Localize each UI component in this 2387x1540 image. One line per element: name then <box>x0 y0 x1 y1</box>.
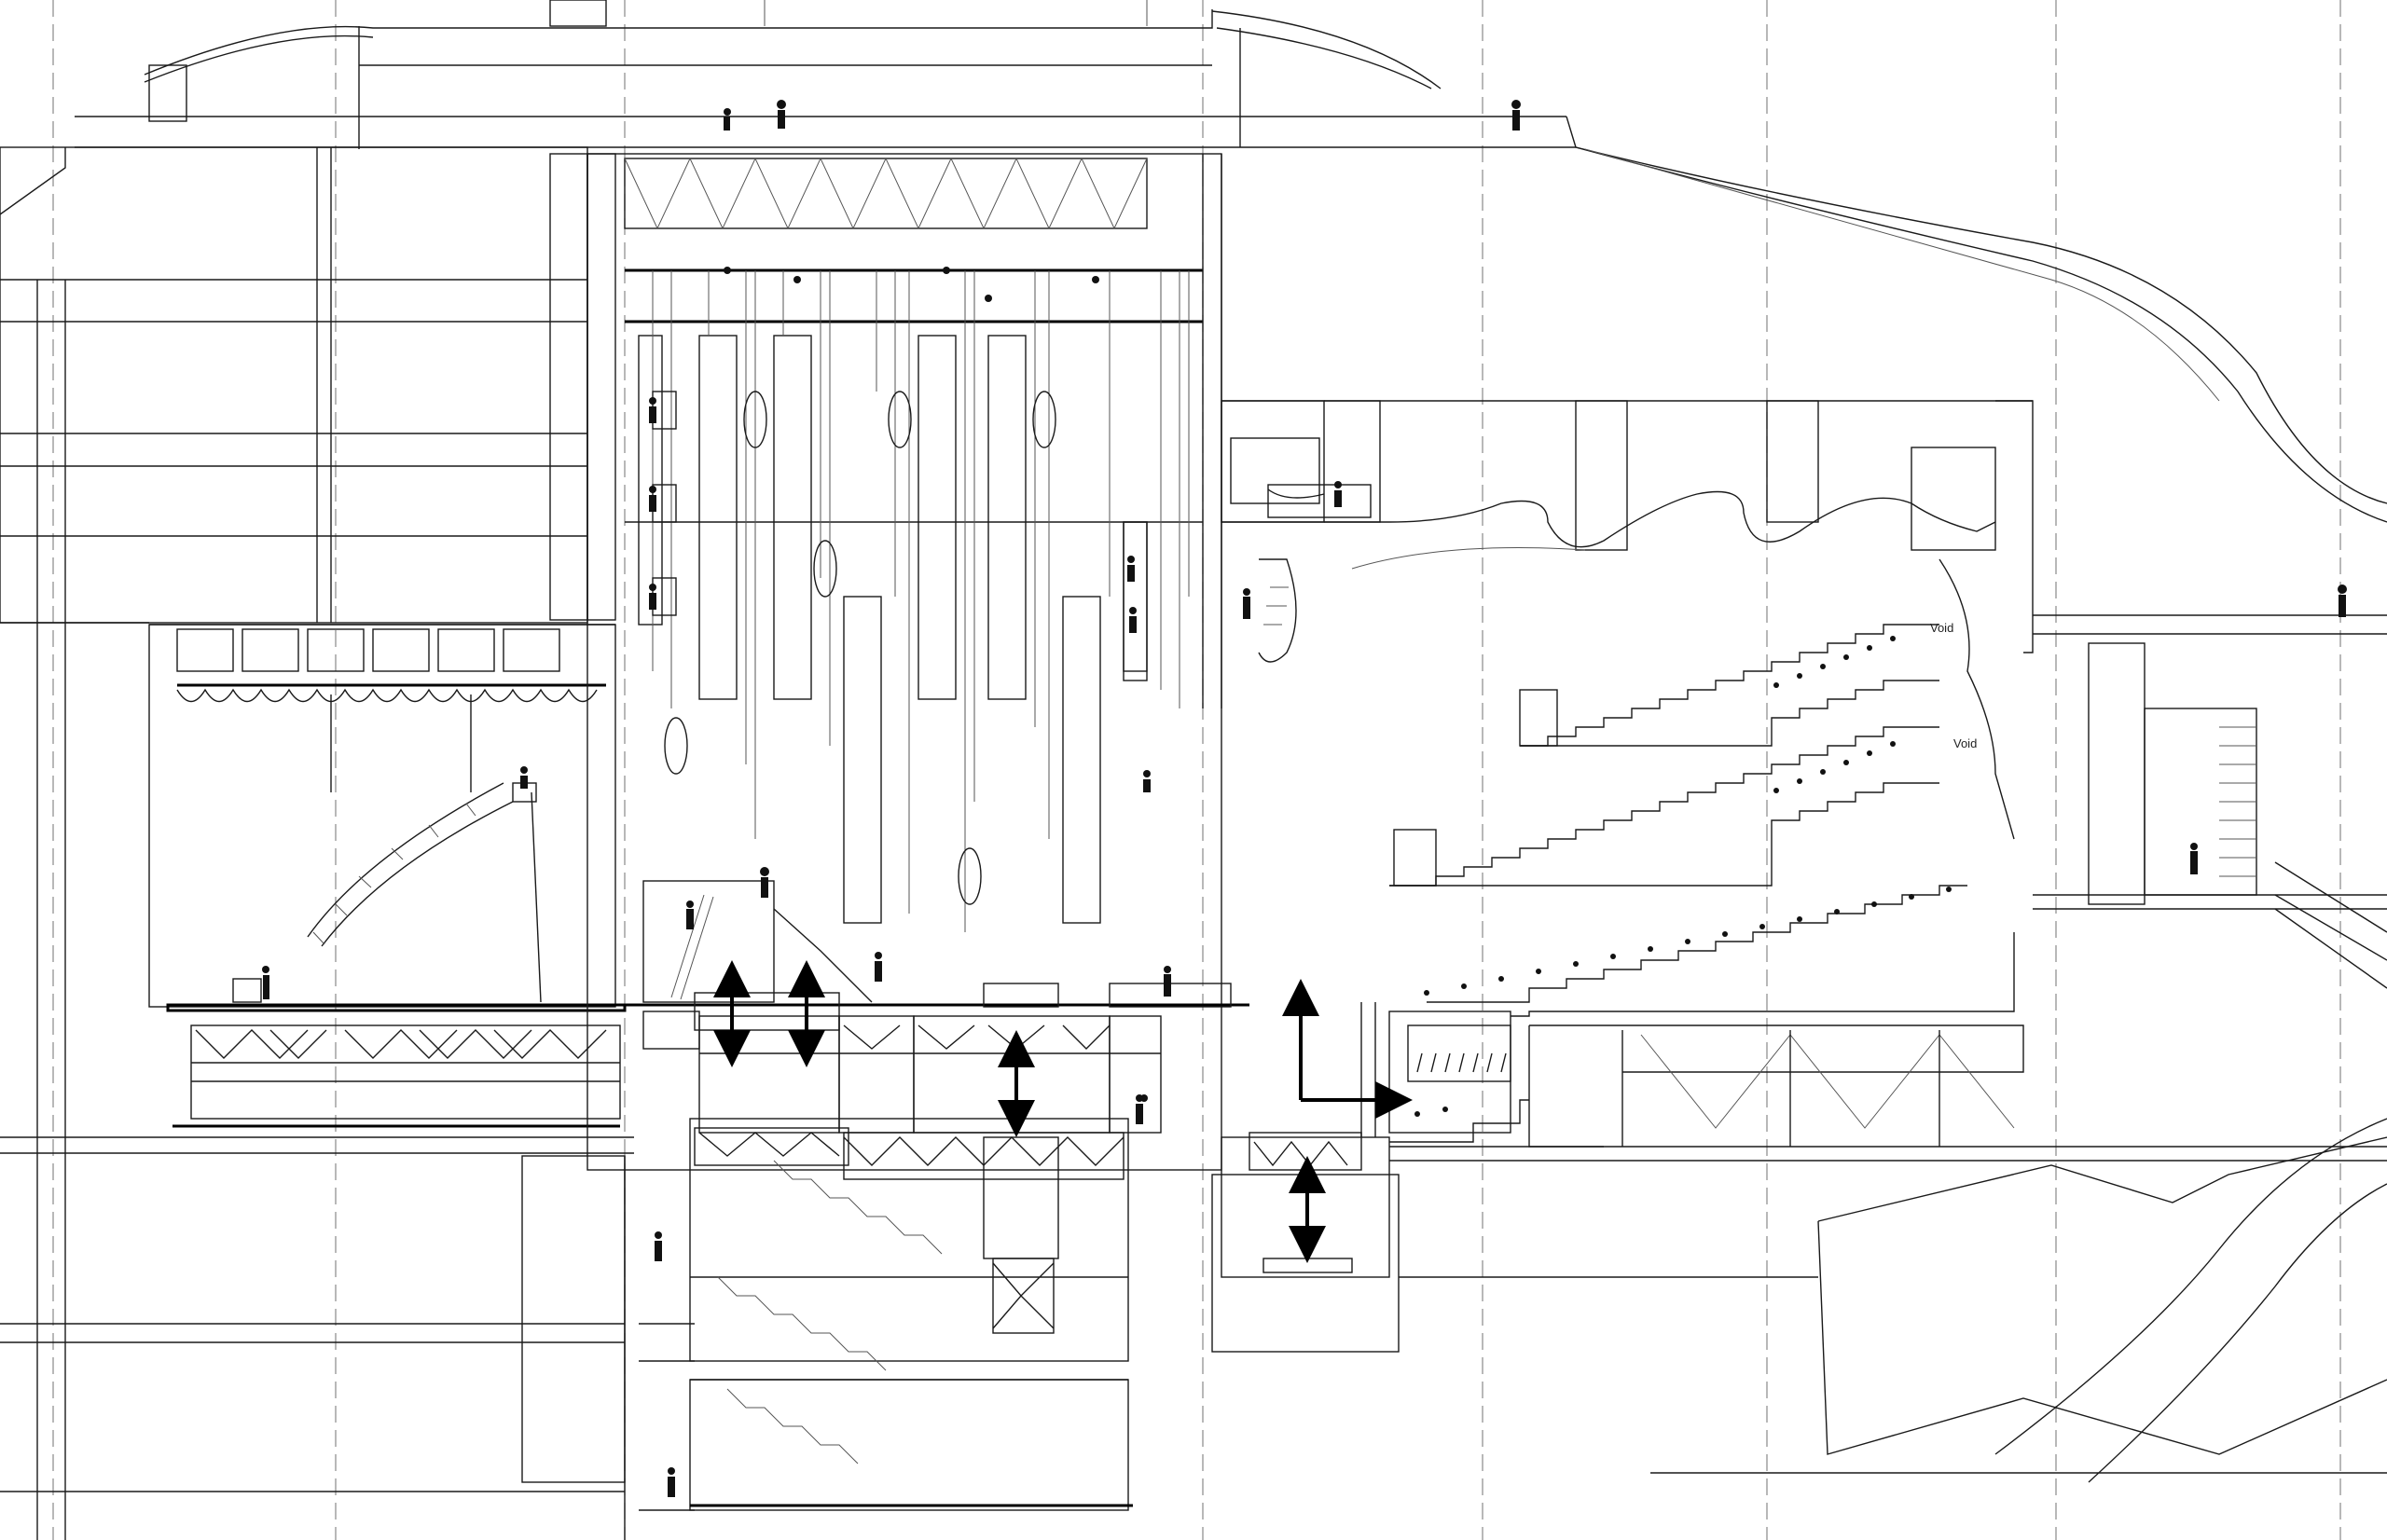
control-booth <box>1221 400 1381 663</box>
left-building <box>0 146 616 1540</box>
void-label-upper: Void <box>1930 621 1953 635</box>
void-label-lower: Void <box>1953 736 1977 750</box>
substructure <box>0 1132 1390 1540</box>
right-structure <box>1211 614 2387 1483</box>
auditorium <box>1221 400 2387 1162</box>
grid-axes <box>52 0 2341 1540</box>
side-stage <box>0 624 634 1154</box>
stage-lifts <box>615 880 1249 1511</box>
people-figures <box>262 100 2347 1497</box>
battens <box>638 335 1148 924</box>
movement-arrows <box>713 960 1413 1263</box>
fly-tower <box>586 153 1222 1171</box>
fly-lines <box>652 270 1190 932</box>
